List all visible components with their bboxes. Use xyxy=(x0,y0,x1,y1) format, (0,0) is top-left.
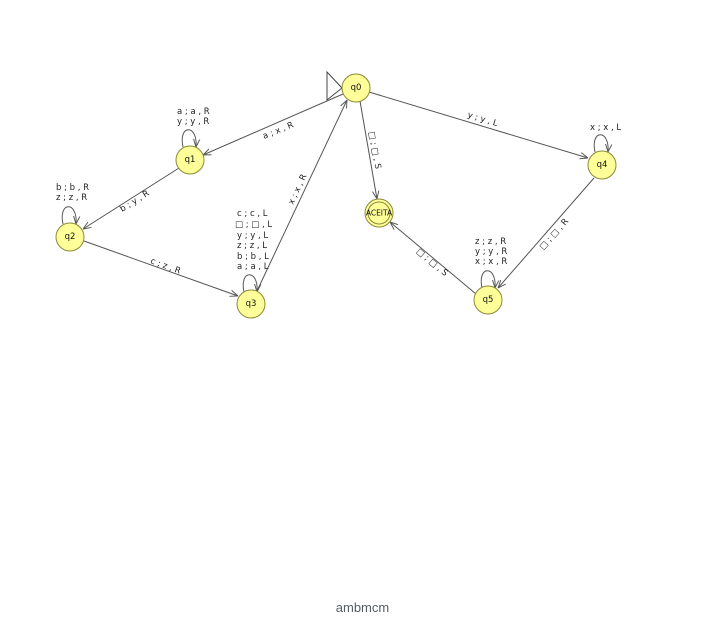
loop-label-line: b ; b , R xyxy=(56,183,89,193)
state-accept-label: ACEITA xyxy=(366,209,393,218)
loop-label-q1: a ; a , R y ; y , R xyxy=(177,107,210,127)
loop-label-line: y ; y , L xyxy=(237,231,268,241)
state-q2-label: q2 xyxy=(65,232,76,242)
state-q3-label: q3 xyxy=(246,299,257,309)
label-q1-q2: b ; y , R xyxy=(118,189,151,215)
diagram-caption: ambmcm xyxy=(335,600,390,615)
edge-q1-q2 xyxy=(83,167,180,229)
edge-q0-q4 xyxy=(368,91,588,158)
state-q0[interactable]: q0 xyxy=(341,73,371,103)
label-q4-q5: □ ; □ , R xyxy=(538,217,571,252)
edge-q0-accept xyxy=(359,100,377,199)
state-q4-label: q4 xyxy=(597,160,608,170)
state-q1-label: q1 xyxy=(185,155,196,165)
state-q1[interactable]: q1 xyxy=(175,145,205,175)
loop-label-line: c ; c , L xyxy=(237,209,268,219)
state-q4[interactable]: q4 xyxy=(587,150,617,180)
loop-label-line: y ; y , R xyxy=(177,117,209,127)
loop-label-line: z ; z , R xyxy=(56,193,87,203)
loop-q3 xyxy=(242,274,257,292)
loop-label-line: x ; x , R xyxy=(475,257,507,267)
start-marker xyxy=(326,70,343,102)
loop-label-line: a ; a , L xyxy=(237,262,269,272)
loop-label-line: z ; z , R xyxy=(475,237,506,247)
state-q0-label: q0 xyxy=(351,83,362,93)
label-q5-accept: □ ; □ , S xyxy=(414,247,449,279)
edge-q2-q3 xyxy=(83,240,238,296)
state-q5-label: q5 xyxy=(483,295,494,305)
label-q3-q0: x ; x , R xyxy=(287,173,310,207)
loop-label-line: z ; z , L xyxy=(237,241,267,251)
state-accept[interactable]: ACEITA xyxy=(364,198,394,228)
loop-label-line: a ; a , R xyxy=(177,107,210,117)
edge-q3-q0 xyxy=(256,100,347,292)
state-q3[interactable]: q3 xyxy=(236,289,266,319)
loop-q5 xyxy=(480,270,495,288)
label-q0-q1: a ; x , R xyxy=(261,120,295,141)
edge-q5-accept xyxy=(390,222,477,295)
loop-label-q3: c ; c , L □ ; □ , L y ; y , L z ; z , L … xyxy=(235,209,272,272)
loop-label-line: □ ; □ , L xyxy=(235,220,272,230)
loop-label-line: x ; x , L xyxy=(590,123,621,133)
loop-label-q5: z ; z , R y ; y , R x ; x , R xyxy=(475,237,507,267)
loop-label-line: b ; b , L xyxy=(237,252,269,262)
edge-q0-q1 xyxy=(203,93,344,155)
loop-q4 xyxy=(593,134,608,152)
loop-label-q4: x ; x , L xyxy=(590,123,621,133)
state-q5[interactable]: q5 xyxy=(473,285,503,315)
loop-q1 xyxy=(181,129,196,147)
label-q2-q3: c ; z , R xyxy=(149,256,182,276)
loop-q2 xyxy=(61,206,76,224)
loop-label-q2: b ; b , R z ; z , R xyxy=(56,183,89,203)
loop-label-line: y ; y , R xyxy=(475,247,507,257)
edge-q4-q5 xyxy=(498,177,595,288)
state-q2[interactable]: q2 xyxy=(55,222,85,252)
